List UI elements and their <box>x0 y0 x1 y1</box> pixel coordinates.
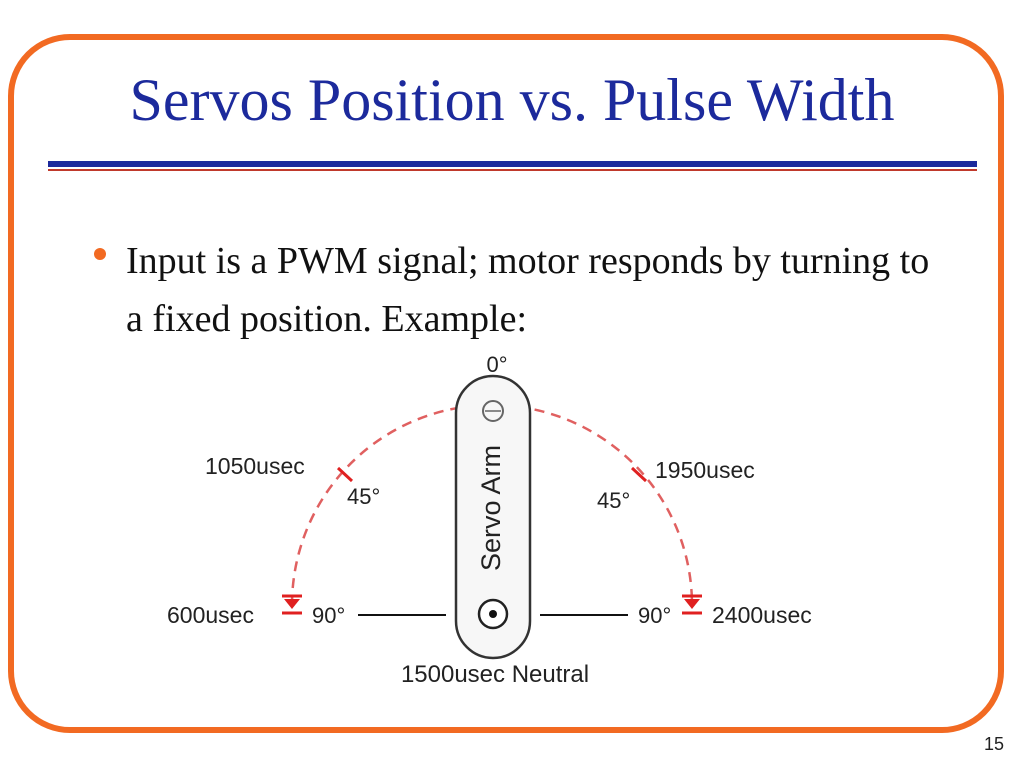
left-end-pulse-label: 600usec <box>167 602 254 628</box>
left-mid-angle-label: 45° <box>347 484 380 509</box>
slide-title: Servos Position vs. Pulse Width <box>129 67 895 133</box>
servo-arm <box>454 374 532 660</box>
top-pivot-icon <box>482 400 504 422</box>
servo-arm-label: Servo Arm <box>476 445 506 571</box>
bullet-text: Input is a PWM signal; motor responds by… <box>126 240 930 340</box>
top-angle-label: 0° <box>486 352 507 377</box>
slide-frame <box>8 34 1004 733</box>
shaft-center-icon <box>489 610 497 618</box>
right-mid-angle-label: 45° <box>597 488 630 513</box>
left-mid-tick <box>336 466 354 483</box>
page-number: 15 <box>983 734 1004 754</box>
left-mid-pulse-label: 1050usec <box>205 453 305 479</box>
right-end-pulse-label: 2400usec <box>712 602 812 628</box>
title-rule-red <box>48 169 977 171</box>
bullet-dot-icon <box>94 248 106 260</box>
neutral-label: 1500usec Neutral <box>401 661 589 688</box>
right-end-marker-icon <box>682 594 702 615</box>
left-end-marker-icon <box>282 594 302 615</box>
title-rule-blue <box>48 161 977 167</box>
right-end-angle-label: 90° <box>638 603 671 628</box>
right-mid-tick <box>630 466 648 483</box>
left-end-angle-label: 90° <box>312 603 345 628</box>
right-mid-pulse-label: 1950usec <box>655 457 755 483</box>
